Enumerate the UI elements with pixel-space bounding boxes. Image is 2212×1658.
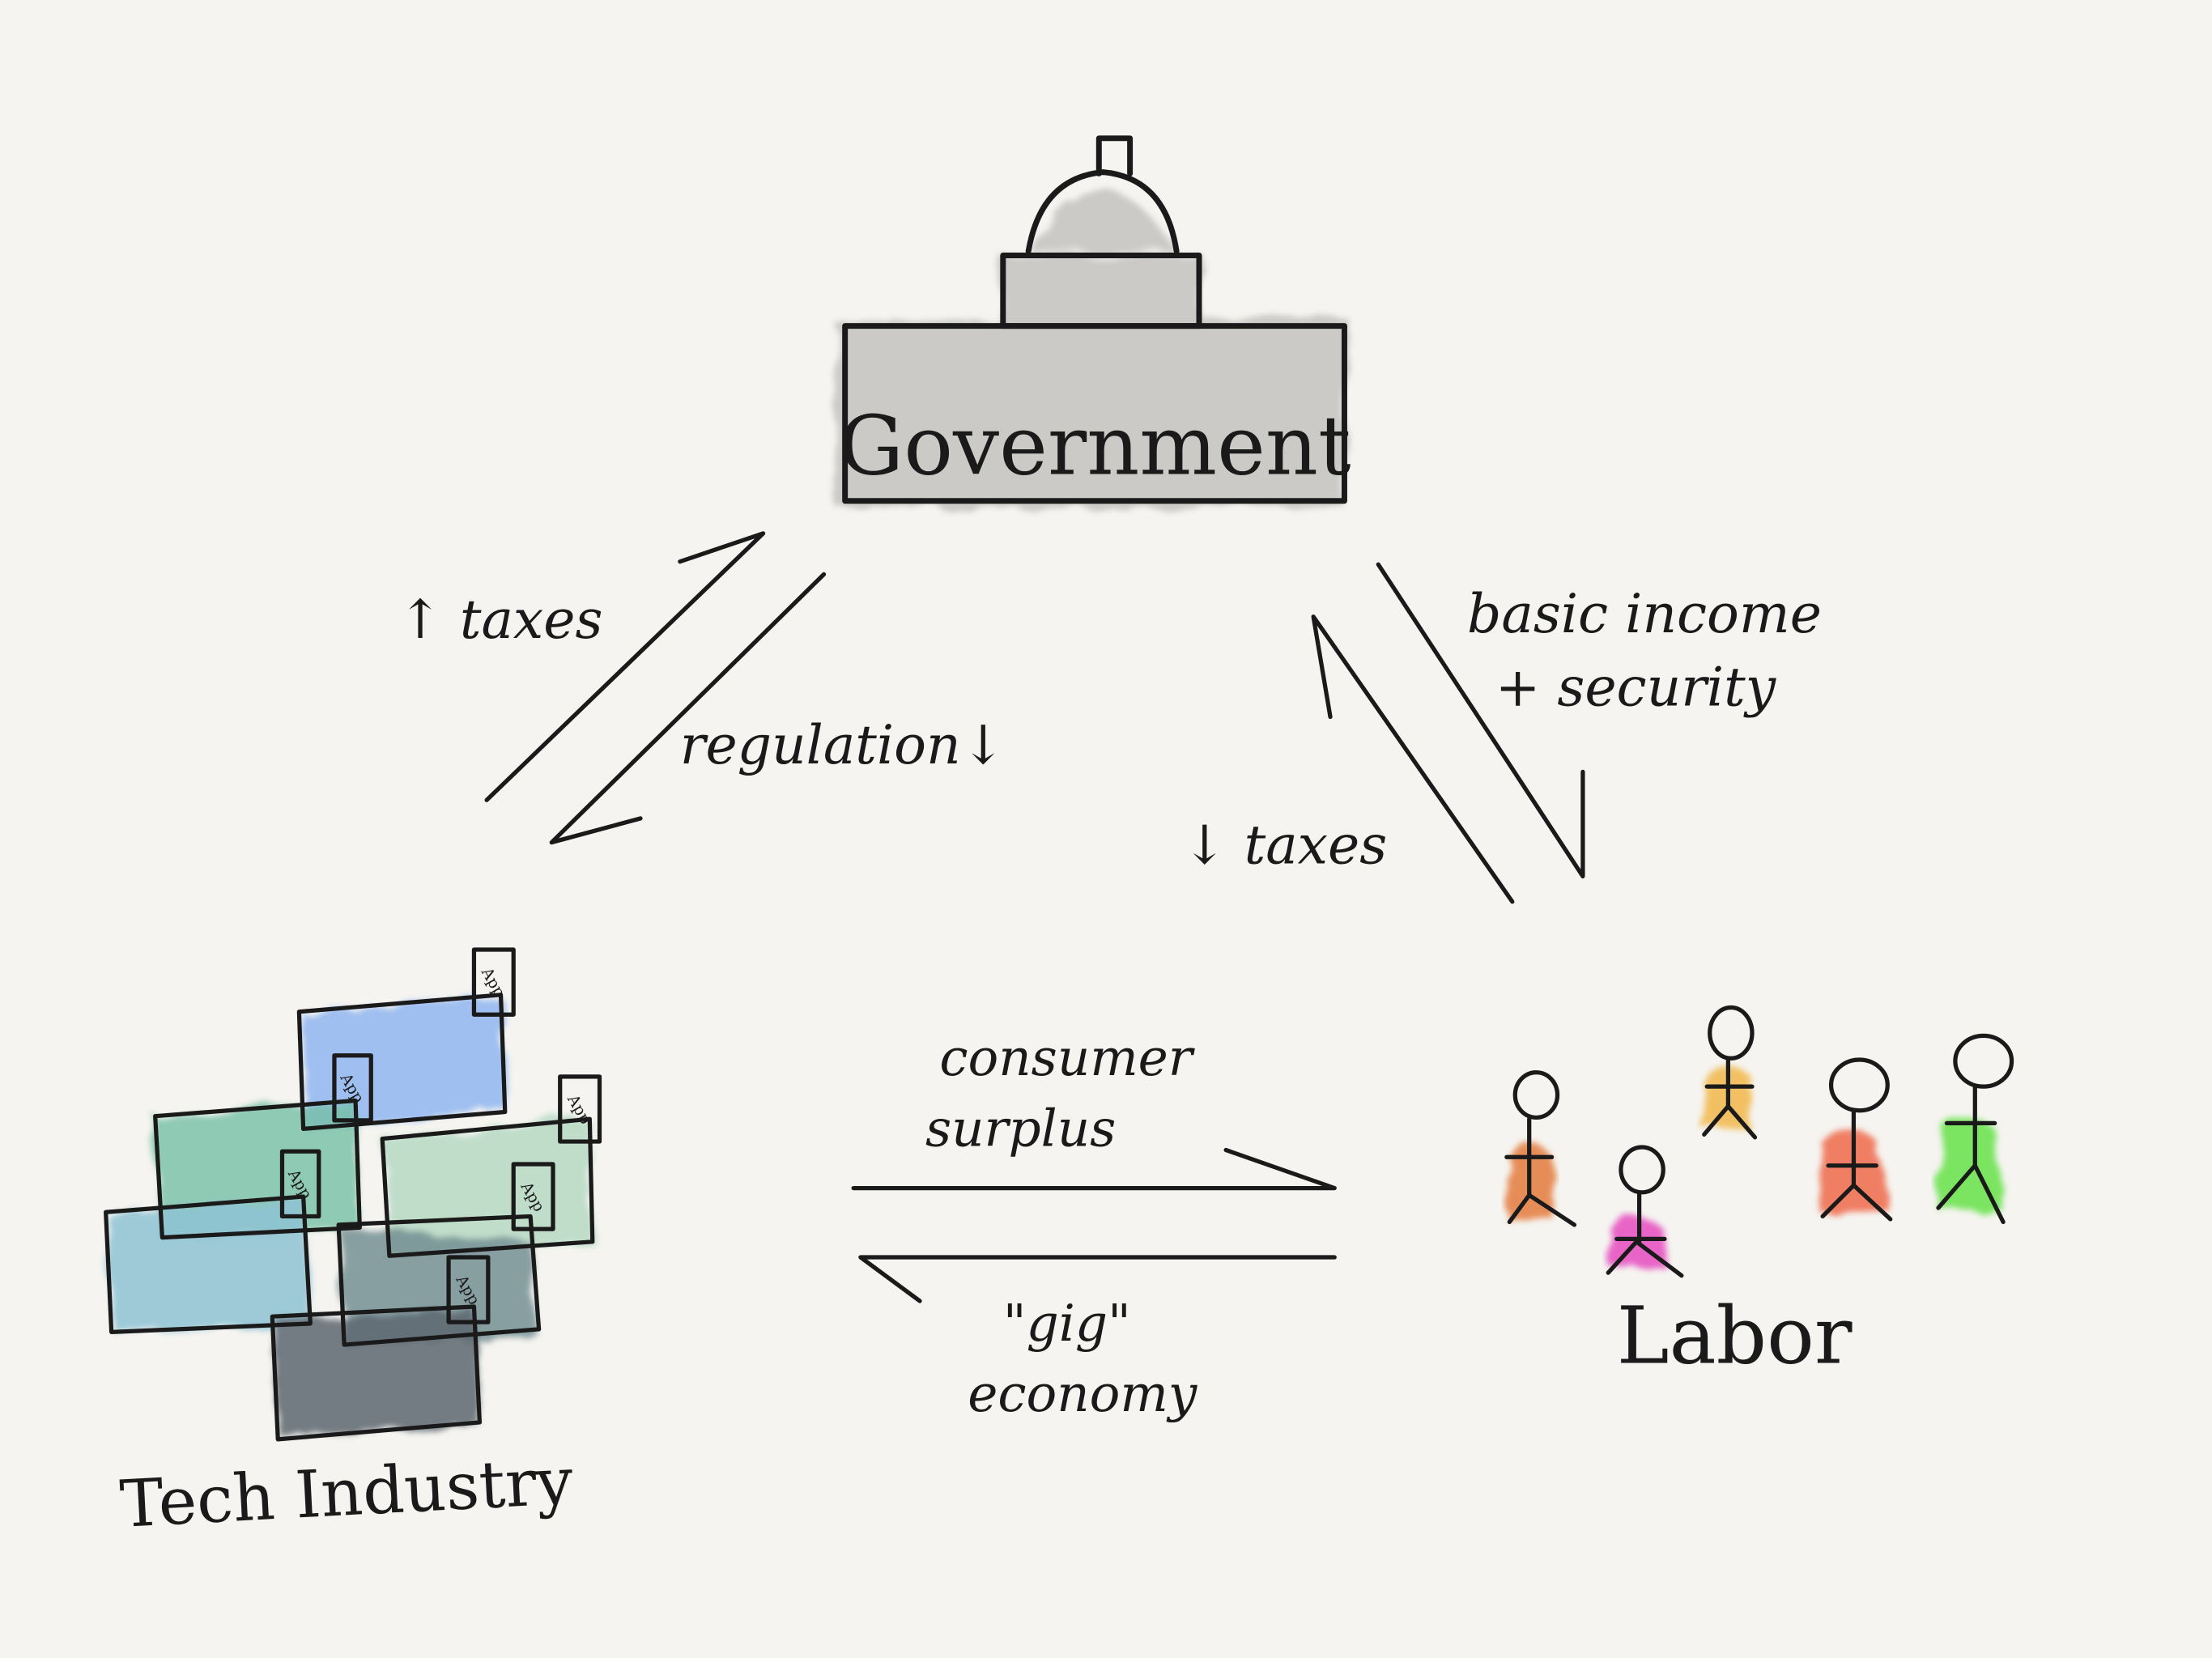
app-window-dark [270, 1304, 483, 1442]
arrow-tech-to-gov [484, 531, 766, 802]
tech-industry-node: App App App App App App Tech [104, 947, 602, 1542]
app-window-sea [104, 1194, 313, 1334]
building-cupola [1095, 135, 1134, 176]
label-tech-to-labor-line1: consumer [939, 1028, 1195, 1087]
label-tech-to-gov: ↑ taxes [398, 589, 602, 651]
building-tier [1000, 252, 1202, 329]
label-tech-to-labor-line2: surplus [925, 1099, 1116, 1158]
capitol-building-icon [835, 135, 1347, 508]
arrow-gov-to-tech [549, 572, 827, 845]
person-yellow-icon [1701, 1005, 1758, 1140]
app-window-mint [380, 1116, 595, 1258]
label-labor-to-tech-line1: "gig" [1003, 1294, 1131, 1353]
tech-gov-arrows: ↑ taxes regulation↓ [398, 531, 1006, 845]
label-labor-to-gov: ↓ taxes [1182, 814, 1387, 877]
building-wash [835, 190, 1347, 508]
person-green-icon [1936, 1033, 2014, 1225]
arrow-labor-to-tech [858, 1255, 1337, 1303]
label-labor-to-tech-line2: economy [968, 1364, 1198, 1423]
app-window-dark-wash [274, 1309, 480, 1437]
government-node: Government [835, 135, 1351, 508]
app-window-sea-wash [107, 1197, 311, 1333]
labor-node: Labor [1504, 1005, 2014, 1383]
label-gov-to-labor-line2: + security [1495, 656, 1777, 718]
tech-labor-arrows: consumer surplus "gig" economy [851, 1028, 1337, 1423]
government-label: Government [839, 398, 1351, 494]
tech-industry-label: Tech Industry [118, 1443, 576, 1542]
app-windows-cluster: App App App App App App [104, 947, 602, 1442]
person-red-icon [1819, 1057, 1893, 1222]
people-group [1504, 1005, 2014, 1278]
arrow-labor-to-gov [1311, 614, 1515, 904]
app-window-teal [153, 1098, 362, 1240]
person-magenta-icon [1606, 1145, 1684, 1278]
app-window-slate [336, 1214, 542, 1347]
label-gov-to-labor-line1: basic income [1467, 583, 1822, 645]
building-dome [1025, 169, 1180, 254]
person-orange-icon [1504, 1070, 1577, 1227]
app-window-blue [296, 993, 508, 1131]
labor-gov-arrows: ↓ taxes basic income + security [1182, 562, 1822, 904]
arrow-gov-to-labor [1376, 562, 1585, 879]
app-window-blue-wash [300, 996, 505, 1129]
arrow-tech-to-labor [851, 1147, 1337, 1191]
label-gov-to-tech: regulation↓ [680, 714, 1006, 776]
labor-label: Labor [1617, 1290, 1853, 1383]
